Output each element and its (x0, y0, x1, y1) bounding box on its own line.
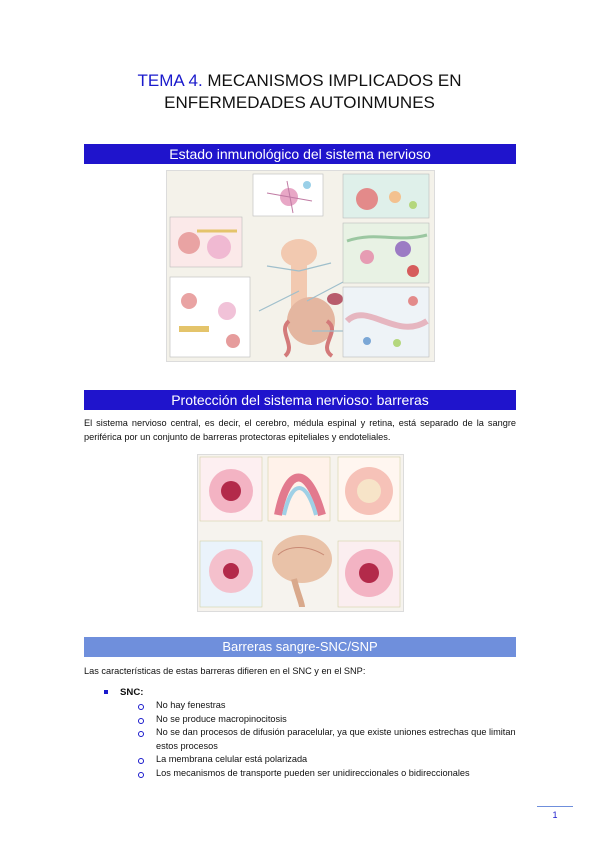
intro-paragraph: El sistema nervioso central, es decir, e… (84, 418, 516, 442)
list-item-text: La membrana celular está polarizada (156, 754, 308, 765)
brain-shape (281, 239, 317, 267)
footer-divider (537, 806, 573, 807)
barriers-figure (197, 454, 404, 612)
list-item: No se dan procesos de difusión paracelul… (138, 726, 518, 753)
section-heading-immune-state: Estado inmunológico del sistema nervioso (84, 144, 516, 164)
page-number: 1 (552, 810, 558, 820)
circle-bullet-icon (138, 758, 144, 765)
page-title: TEMA 4. MECANISMOS IMPLICADOS EN ENFERME… (0, 70, 599, 114)
list-item: No hay fenestras (138, 699, 518, 713)
circle-bullet-icon (138, 731, 144, 738)
brain-illustration (272, 535, 332, 583)
list-item-text: No se dan procesos de difusión paracelul… (156, 727, 516, 751)
barriers-figure-svg (198, 455, 403, 611)
list-item-text: Los mecanismos de transporte pueden ser … (156, 767, 470, 778)
title-line2: ENFERMEDADES AUTOINMUNES (164, 93, 435, 112)
section-heading-protection: Protección del sistema nervioso: barrera… (84, 390, 516, 410)
list-item-text: No hay fenestras (156, 700, 226, 710)
list-item-text: No se produce macropinocitosis (156, 713, 287, 724)
list-item: No se produce macropinocitosis (138, 713, 518, 727)
snc-heading: SNC: (104, 687, 143, 698)
circle-bullet-icon (138, 717, 144, 724)
immune-figure-svg (167, 171, 434, 361)
barriers-intro-text: Las características de estas barreras di… (84, 666, 366, 676)
snc-list: No hay fenestras No se produce macropino… (138, 699, 518, 781)
title-line1: MECANISMOS IMPLICADOS EN (202, 71, 462, 90)
square-bullet-icon (104, 690, 108, 695)
panel-c (342, 173, 430, 219)
title-accent: TEMA 4. (137, 71, 203, 90)
section-heading-blood-barriers: Barreras sangre-SNC/SNP (84, 637, 516, 657)
snc-heading-label: SNC: (120, 687, 144, 698)
list-item: Los mecanismos de transporte pueden ser … (138, 767, 518, 781)
immune-nervous-system-figure (166, 170, 435, 362)
circle-bullet-icon (138, 704, 144, 710)
circle-bullet-icon (138, 771, 144, 778)
list-item: La membrana celular está polarizada (138, 753, 518, 767)
